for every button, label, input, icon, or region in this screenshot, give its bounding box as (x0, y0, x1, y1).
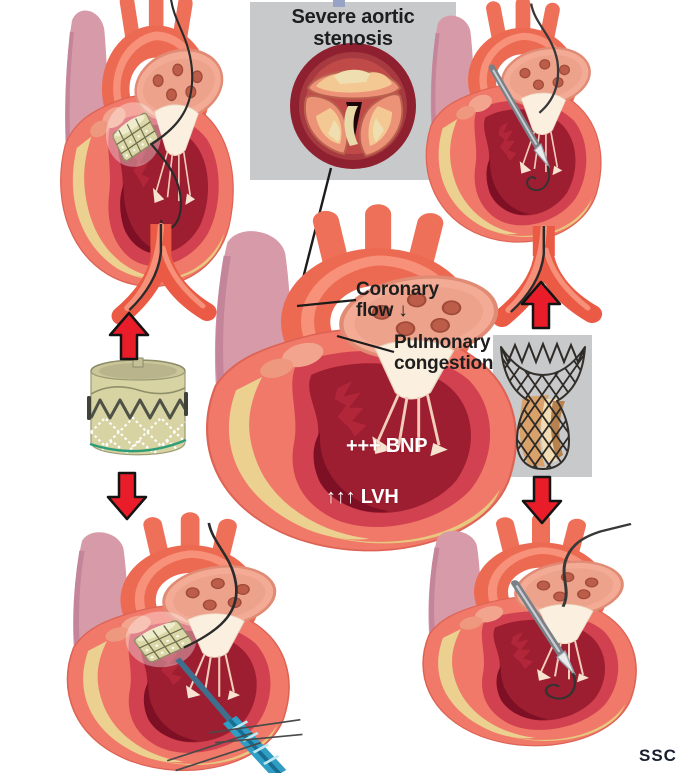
heart-top-right-catheter-crossing (426, 4, 601, 318)
credit-text: SSC (639, 746, 677, 765)
heart-bottom-left-transapical (67, 520, 302, 773)
bnp-label: +++ BNP (346, 435, 428, 457)
catheter-tip (556, 650, 576, 676)
balloon-expandable-valve (87, 357, 188, 461)
coronary-leader-line (296, 298, 357, 308)
coronary-flow-label: Coronary flow ↓ (356, 279, 439, 321)
stenosis-box-title: Severe aortic stenosis (250, 6, 456, 50)
guidewire (149, 0, 194, 230)
catheter-tip (533, 142, 550, 168)
stenotic-valve-illustration (290, 43, 416, 169)
pulmonary-leader-line (336, 334, 395, 354)
lvh-label: ↑↑↑ LVH (326, 486, 399, 508)
guidewire (561, 522, 632, 608)
cropped-text-artifact (333, 0, 345, 7)
arrow-down-right-icon (521, 475, 563, 525)
delivery-shaft (175, 657, 233, 722)
self-expanding-valve (500, 341, 586, 470)
heart-bottom-right-subclavian (423, 519, 636, 745)
pulmonary-congestion-label: Pulmonary congestion (394, 332, 494, 374)
heart-top-left-deployed-valve (61, 0, 234, 316)
guidewire (530, 3, 560, 114)
stenosis-box-title-text: Severe aortic stenosis (291, 6, 415, 50)
apex-sutures (166, 718, 303, 772)
arrow-down-left-icon (106, 471, 148, 521)
